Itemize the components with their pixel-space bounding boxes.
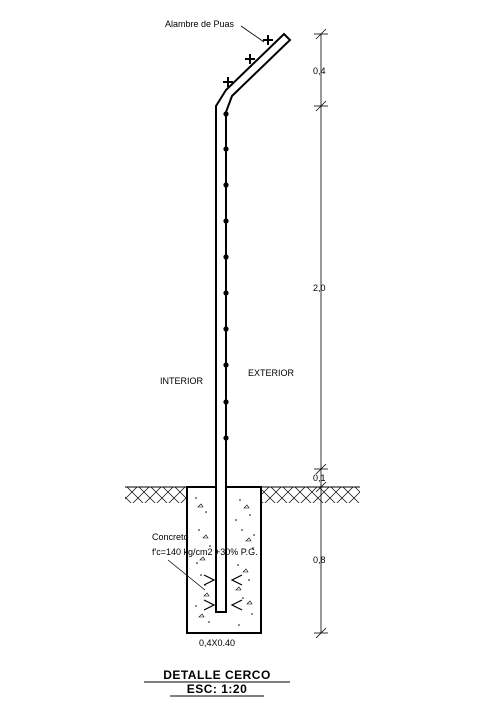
dimension-line: [314, 28, 328, 639]
barbed-wire-leader: [240, 25, 265, 43]
exterior-label: EXTERIOR: [248, 368, 295, 378]
concrete-spec: f'c=140 kg/cm2 +30% P.G.: [152, 547, 258, 557]
dimension-small: 0,1: [313, 473, 326, 483]
footing-size-label: 0,4X0.40: [199, 638, 235, 648]
title-line2: ESC: 1:20: [187, 682, 248, 696]
barbed-wire-label: Alambre de Puas: [165, 19, 235, 29]
concrete-title: Concreto: [152, 532, 189, 542]
dimension-footing: 0,8: [313, 555, 326, 565]
dimension-top: 0,4: [313, 66, 326, 76]
dimension-main: 2,0: [313, 283, 326, 293]
fence-post: [215, 32, 292, 613]
title-block: DETALLE CERCO ESC: 1:20: [144, 668, 290, 697]
concrete-leader: [167, 559, 206, 591]
ground-hatch: [125, 486, 360, 503]
interior-label: INTERIOR: [160, 376, 204, 386]
title-line1: DETALLE CERCO: [163, 668, 271, 682]
